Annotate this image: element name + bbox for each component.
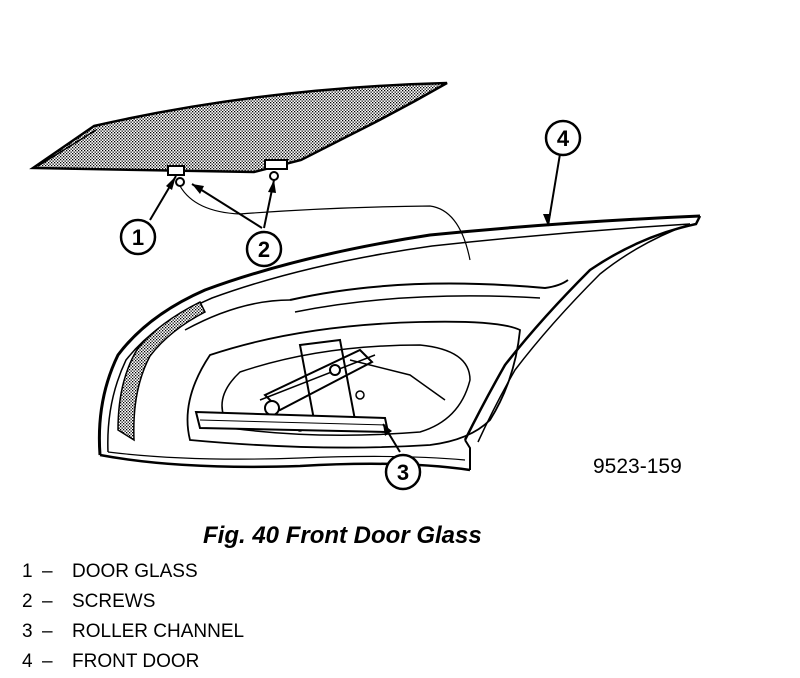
figure-code: 9523-159: [593, 455, 682, 478]
legend-label: SCREWS: [72, 591, 156, 612]
svg-text:2: 2: [258, 237, 270, 262]
svg-text:1: 1: [132, 225, 144, 250]
legend-item: 4–FRONT DOOR: [22, 647, 244, 677]
callout-arrowheads: [166, 176, 551, 436]
callout-1: 1: [119, 218, 157, 256]
legend-item: 1–DOOR GLASS: [22, 557, 244, 587]
legend-label: ROLLER CHANNEL: [72, 621, 245, 642]
legend-number: 1: [22, 561, 33, 582]
figure-caption: Fig. 40 Front Door Glass: [203, 522, 482, 549]
svg-text:3: 3: [397, 460, 409, 485]
legend-dash: –: [42, 621, 53, 642]
window-regulator: [258, 338, 446, 432]
callout-3: 3: [384, 453, 422, 491]
callout-4: 4: [544, 119, 582, 157]
front-door-glass-illustration: 1 2 3 4: [29, 81, 702, 491]
callout-2: 2: [245, 230, 283, 268]
legend-dash: –: [42, 651, 53, 672]
front-door: [97, 214, 702, 472]
legend-item: 2–SCREWS: [22, 587, 244, 617]
legend-number: 4: [22, 651, 33, 672]
parts-legend: 1–DOOR GLASS 2–SCREWS 3–ROLLER CHANNEL 4…: [22, 557, 244, 677]
svg-text:4: 4: [557, 126, 570, 151]
legend-item: 3–ROLLER CHANNEL: [22, 617, 244, 647]
legend-number: 3: [22, 621, 33, 642]
legend-number: 2: [22, 591, 33, 612]
guide-lines: [179, 179, 471, 261]
legend-dash: –: [42, 591, 53, 612]
legend-label: DOOR GLASS: [72, 561, 198, 582]
roller-channel: [194, 410, 390, 434]
legend-dash: –: [42, 561, 53, 582]
door-glass: [29, 81, 448, 174]
legend-label: FRONT DOOR: [72, 651, 200, 672]
glass-screws: [167, 159, 288, 187]
